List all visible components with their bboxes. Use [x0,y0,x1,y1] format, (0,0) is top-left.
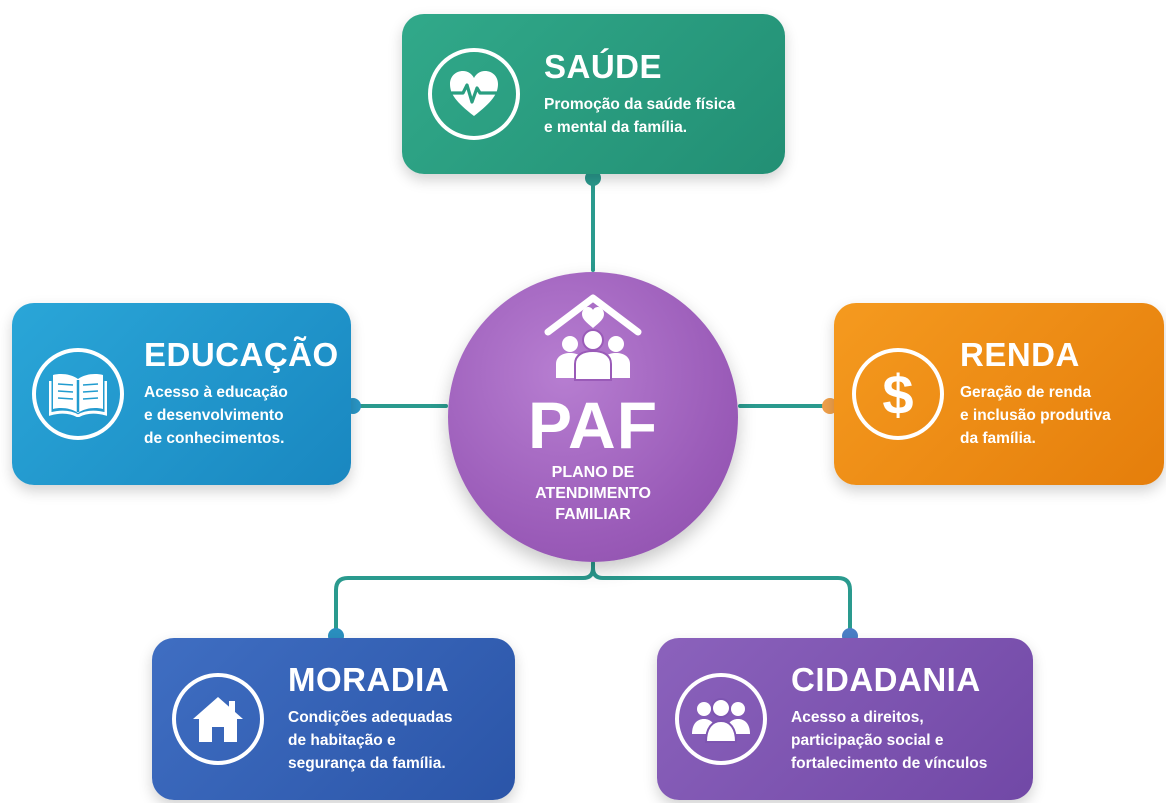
card-description-line: de habitação e [288,732,396,749]
card-description-line: Promoção da saúde física [544,95,736,113]
card-title: MORADIA [288,661,450,698]
card-moradia: MORADIA Condições adequadas de habitação… [152,638,515,800]
connector-cidadania [591,566,852,636]
card-description-line: e desenvolvimento [144,407,284,424]
card-saude: SAÚDE Promoção da saúde física e mental … [402,14,785,174]
center-subtitle-line: PLANO DE [551,464,635,481]
card-educacao: EDUCAÇÃO Acesso à educação e desenvolvim… [12,303,351,485]
center-hub: PAF PLANO DE ATENDIMENTO FAMILIAR [448,272,738,562]
dollar-icon: $ [852,348,944,440]
card-title: RENDA [960,336,1080,373]
open-book-icon [32,348,124,440]
card-description-line: participação social e [791,732,944,749]
people-group-icon [675,673,767,765]
connector-dot-saude [585,170,601,186]
card-description-line: e inclusão produtiva [960,407,1111,424]
card-description-line: fortalecimento de vínculos [791,755,988,772]
center-subtitle-line: FAMILIAR [555,506,631,523]
card-renda: $ RENDA Geração de renda e inclusão prod… [834,303,1164,485]
heart-pulse-icon [428,48,520,140]
house-icon [172,673,264,765]
center-acronym: PAF [527,388,659,462]
center-subtitle: PLANO DE ATENDIMENTO FAMILIAR [448,462,738,525]
card-description-line: e mental da família. [544,118,687,136]
card-description-line: da família. [960,430,1036,447]
card-description-line: de conhecimentos. [144,430,285,447]
card-description-line: Condições adequadas [288,709,453,726]
card-cidadania: CIDADANIA Acesso a direitos, participaçã… [657,638,1033,800]
card-description-line: Geração de renda [960,384,1091,401]
family-house-icon [544,294,642,381]
center-subtitle-line: ATENDIMENTO [535,485,651,502]
svg-text:$: $ [882,364,913,424]
card-description-line: segurança da família. [288,755,446,772]
connector-moradia [334,561,595,636]
card-title: CIDADANIA [791,661,981,698]
card-description-line: Acesso a direitos, [791,709,924,726]
card-title: SAÚDE [544,47,663,85]
card-title: EDUCAÇÃO [144,336,339,373]
card-description-line: Acesso à educação [144,384,288,401]
